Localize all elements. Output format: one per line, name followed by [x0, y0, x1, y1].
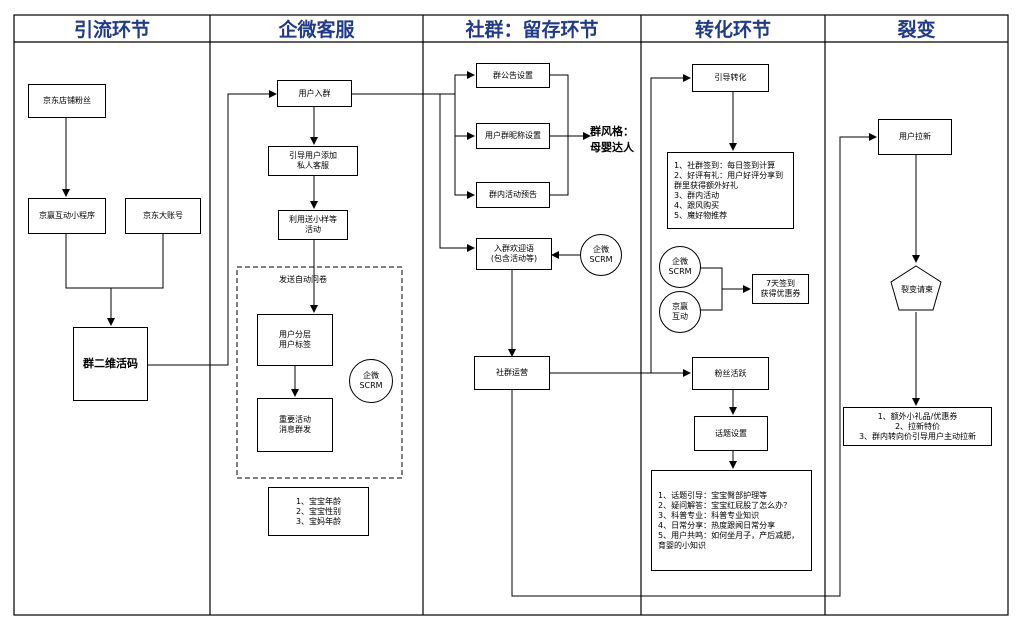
- node-join-group: 用户入群: [277, 80, 352, 107]
- node-miniprogram: 京赢互动小程序: [28, 198, 106, 234]
- info-list: 1、宝宝年龄 2、宝宝性别 3、宝妈年龄: [268, 487, 369, 536]
- node-notice: 群公告设置: [476, 63, 550, 88]
- node-sample: 利用送小样等 活动: [278, 210, 348, 240]
- reward-list: 1、额外小礼品/优惠券 2、拉新特价 3、群内转向价引导用户主动拉新: [843, 407, 992, 446]
- node-topic: 话题设置: [694, 416, 768, 451]
- node-qrcode: 群二维活码: [73, 327, 148, 401]
- arrow-operation-referral: [511, 133, 877, 597]
- column-title: 裂变: [897, 19, 936, 41]
- survey-label: 发送自动问卷: [279, 275, 327, 284]
- node-active: 粉丝活跃: [692, 357, 769, 390]
- arrow-qrcode-join: [148, 90, 277, 366]
- topic-list: 1、话题引导：宝宝臀部护理等 2、疑问解答：宝宝红屁股了怎么办？ 3、科普专业：…: [651, 470, 812, 571]
- node-layering: 用户分层 用户标签: [257, 314, 333, 366]
- node-account: 京东大账号: [125, 198, 201, 234]
- invite-label: 裂变请柬: [901, 285, 933, 294]
- invite-pentagon: [890, 265, 942, 311]
- node-guide-add: 引导用户添加 私人客服: [268, 146, 358, 176]
- node-welcome: 入群欢迎语 (包含活动等): [476, 238, 552, 270]
- line-account-qrcode: [111, 234, 164, 289]
- node-coupon: 7天签到 获得优惠券: [752, 274, 809, 304]
- column-title: 社群：留存环节: [465, 19, 599, 41]
- column-title: 转化环节: [694, 19, 771, 41]
- scrm-circle: 企微 SCRM: [659, 246, 701, 288]
- node-nickname: 用户群昵称设置: [476, 123, 550, 149]
- node-fans: 京东店铺粉丝: [28, 84, 106, 118]
- arrow-miniprogram-qrcode: [65, 234, 115, 326]
- column-title: 企微客服: [278, 19, 355, 41]
- node-preview: 群内活动预告: [476, 182, 550, 208]
- column-title: 引流环节: [73, 19, 150, 41]
- hudong-circle: 京赢 互动: [659, 291, 701, 333]
- node-referral: 用户拉新: [878, 119, 952, 155]
- bracket-style: [550, 74, 569, 196]
- scrm-circle: 企微 SCRM: [580, 234, 622, 276]
- node-operation: 社群运营: [474, 356, 550, 390]
- convert-list: 1、社群签到：每日签到计算 2、好评有礼：用户好评分享到 群里获得额外好礼 3、…: [667, 152, 794, 229]
- style-label: 群风格： 母婴达人: [590, 125, 634, 154]
- arrow-join-welcome: [352, 93, 475, 252]
- node-guide-convert: 引导转化: [692, 64, 769, 92]
- arrow-join-notice: [440, 71, 475, 95]
- arrow-join-preview: [454, 94, 475, 199]
- scrm-circle: 企微 SCRM: [349, 359, 393, 403]
- survey-group: [236, 266, 403, 479]
- lane-frame: [13, 14, 1009, 616]
- node-mass-msg: 重要活动 消息群发: [257, 398, 333, 452]
- arrow-operation-guide: [650, 74, 691, 373]
